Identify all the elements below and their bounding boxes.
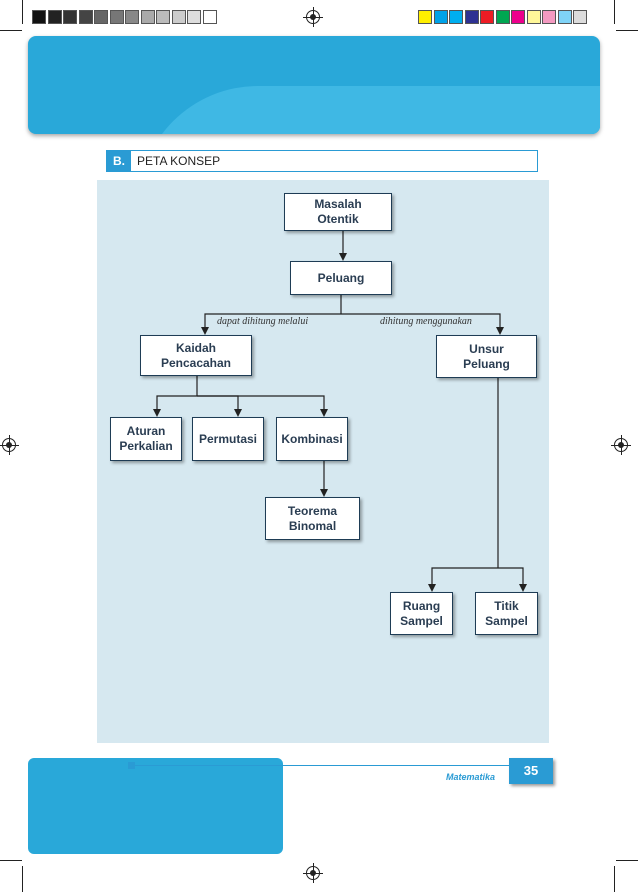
edge-kaidah-permutasi [197, 395, 242, 417]
node-kaidah-pencacahan: Kaidah Pencacahan [140, 335, 252, 376]
gray-swatch [202, 10, 217, 24]
process-swatch [511, 10, 525, 24]
node-masalah-otentik: Masalah Otentik [284, 193, 392, 231]
gray-swatch [171, 10, 186, 24]
process-swatch [480, 10, 494, 24]
crop-mark-bottom-left-v [22, 866, 23, 892]
gray-swatch [187, 10, 201, 24]
footer-subject: Matematika [446, 772, 496, 782]
crop-mark-bottom-left-h [0, 860, 22, 861]
crop-mark-bottom-right-h [616, 860, 638, 861]
section-title: PETA KONSEP [137, 154, 221, 168]
gray-swatch [140, 10, 155, 24]
footer-rule [130, 765, 510, 766]
crop-mark-top-left-v [22, 0, 23, 24]
node-titik-sampel: Titik Sampel [475, 592, 538, 635]
page-number: 35 [509, 758, 553, 784]
node-ruang-sampel: Ruang Sampel [390, 592, 453, 635]
node-unsur-peluang: Unsur Peluang [436, 335, 537, 378]
edge-peluang-unsur [341, 313, 504, 335]
gray-swatch [94, 10, 108, 24]
edge-kaidah-aturan [153, 395, 197, 417]
section-letter: B. [107, 151, 131, 171]
gray-swatch [109, 10, 124, 24]
process-swatch [495, 10, 510, 24]
edge-label-dihitung-menggunakan: dihitung menggunakan [380, 316, 472, 327]
gray-swatch [125, 10, 139, 24]
footer-band [28, 758, 283, 854]
edge-peluang-kaidah [201, 313, 341, 335]
process-swatch [464, 10, 479, 24]
edge-label-dapat-dihitung-melalui: dapat dihitung melalui [217, 316, 309, 327]
registration-mark-top-icon [303, 7, 323, 27]
process-swatch [526, 10, 541, 24]
process-swatch [573, 10, 587, 24]
gray-swatch [63, 10, 77, 24]
edge-unsur-ruang [428, 567, 498, 592]
edge-kaidah-kombinasi [197, 395, 328, 417]
gray-swatch [78, 10, 93, 24]
gray-swatch [47, 10, 62, 24]
header-band [28, 36, 600, 134]
registration-mark-left-icon [0, 435, 19, 455]
node-kombinasi: Kombinasi [276, 417, 348, 461]
node-aturan-perkalian: Aturan Perkalian [110, 417, 182, 461]
process-swatch [433, 10, 448, 24]
node-teorema-binomal: Teorema Binomal [265, 497, 360, 540]
header-curve-decoration [138, 86, 600, 134]
node-peluang: Peluang [290, 261, 392, 295]
node-permutasi: Permutasi [192, 417, 264, 461]
edge-unsur-titik [498, 567, 527, 592]
crop-mark-bottom-right-v [614, 866, 615, 892]
section-heading: B. PETA KONSEP [106, 150, 538, 172]
registration-mark-right-icon [611, 435, 631, 455]
process-swatch [557, 10, 572, 24]
crop-mark-top-left-h [0, 30, 22, 31]
process-swatch [449, 10, 463, 24]
crop-mark-top-right-v [614, 0, 615, 24]
crop-mark-top-right-h [616, 30, 638, 31]
process-swatch [542, 10, 556, 24]
gray-swatch [32, 10, 46, 24]
process-swatch [418, 10, 432, 24]
registration-mark-bottom-icon [303, 863, 323, 883]
gray-swatch [156, 10, 170, 24]
